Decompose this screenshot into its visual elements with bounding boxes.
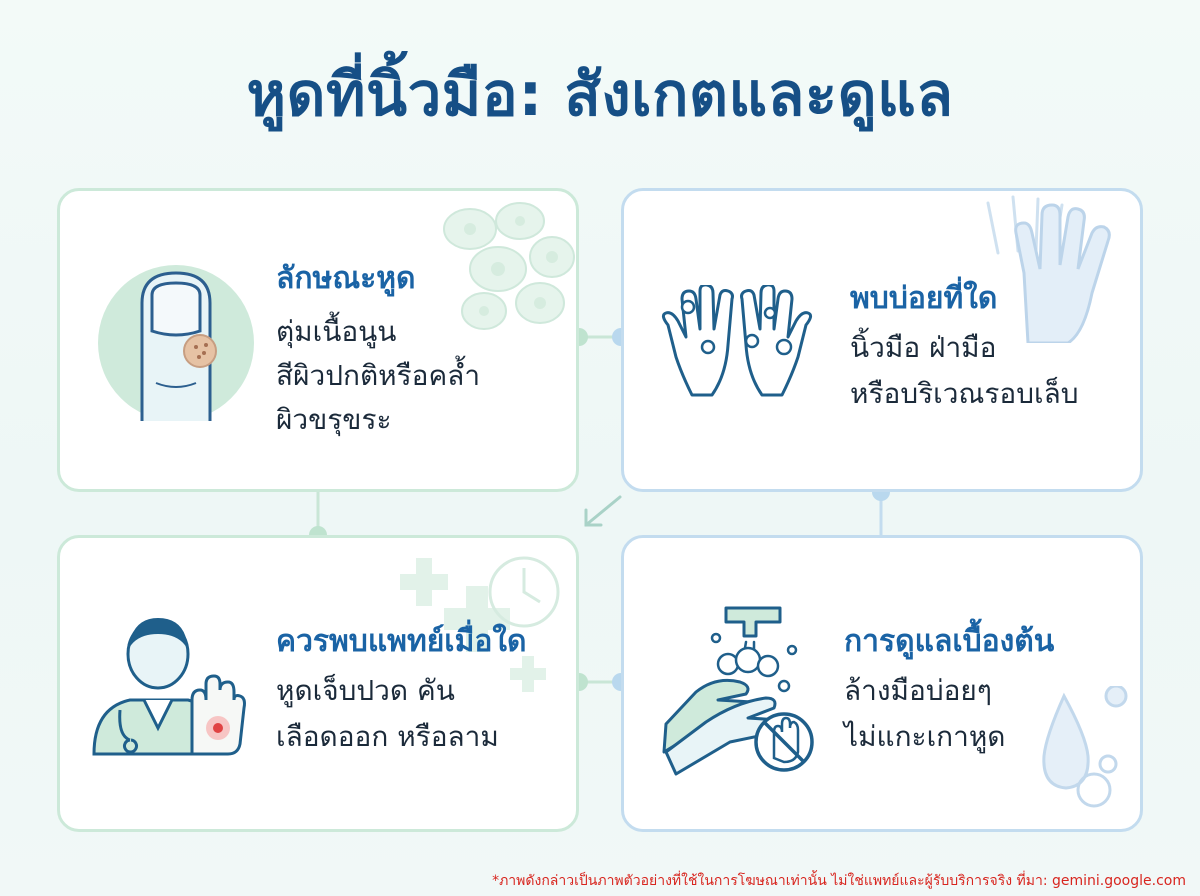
medical-cross-clock-icon <box>400 556 560 692</box>
hands-icon <box>661 285 813 397</box>
card-text-line: ผิวขรุขระ <box>276 403 392 436</box>
card-text-line: หรือบริเวณรอบเล็บ <box>850 377 1079 410</box>
card-common-locations: พบบ่อยที่ใด นิ้วมือ ฝ่ามือ หรือบริเวณรอบ… <box>621 188 1143 492</box>
cells-icon <box>443 202 575 330</box>
disclaimer-text: *ภาพดังกล่าวเป็นภาพตัวอย่างที่ใช้ในการโฆ… <box>492 873 1186 889</box>
card-text-line: เลือดออก หรือลาม <box>276 720 499 753</box>
water-drop-icon <box>1042 686 1128 808</box>
card-title: พบบ่อยที่ใด <box>850 281 998 316</box>
card-text-line: ล้างมือบ่อยๆ <box>844 674 992 707</box>
card-text-line: นิ้วมือ ฝ่ามือ <box>850 331 997 364</box>
handwashing-icon <box>662 606 814 776</box>
card-basic-care: การดูแลเบื้องต้น ล้างมือบ่อยๆ ไม่แกะเกาห… <box>621 535 1143 832</box>
doctor-icon <box>92 618 246 756</box>
card-see-doctor: ควรพบแพทย์เมื่อใด หูดเจ็บปวด คัน เลือดออ… <box>57 535 579 832</box>
card-text-line: หูดเจ็บปวด คัน <box>276 674 455 707</box>
card-text-line: สีผิวปกติหรือคล้ำ <box>276 359 481 392</box>
card-title: ควรพบแพทย์เมื่อใด <box>276 624 527 659</box>
hand-outline-icon <box>986 195 1111 343</box>
card-text-line: ตุ่มเนื้อนูน <box>276 315 397 348</box>
page-title: หูดที่นิ้วมือ: สังเกตและดูแล <box>246 60 954 130</box>
card-title: ลักษณะหูด <box>276 261 416 296</box>
card-wart-characteristics: ลักษณะหูด ตุ่มเนื้อนูน สีผิวปกติหรือคล้ำ… <box>57 188 579 492</box>
finger-wart-icon <box>98 265 254 421</box>
card-text-line: ไม่แกะเกาหูด <box>844 720 1006 753</box>
card-title: การดูแลเบื้องต้น <box>844 624 1055 659</box>
